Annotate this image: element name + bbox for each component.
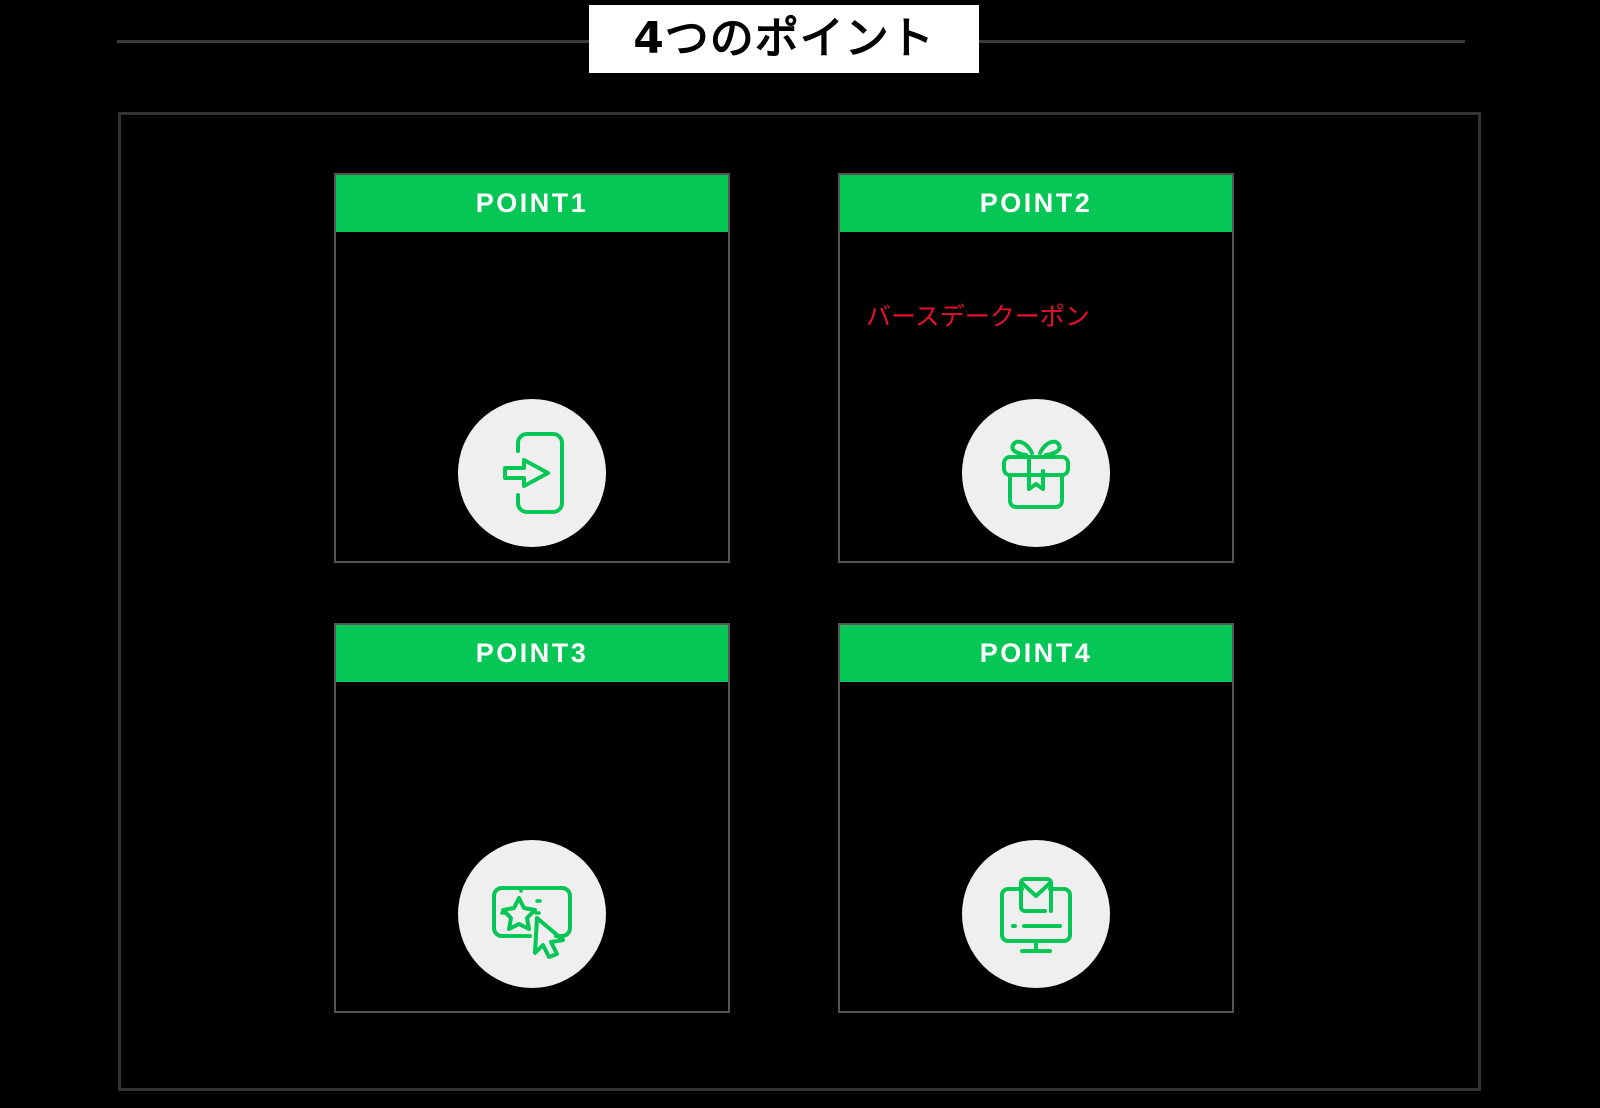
point-card-2-note: バースデークーポン bbox=[866, 302, 1090, 331]
point-card-2-body: バースデークーポン bbox=[840, 232, 1232, 561]
point-card-1-header: POINT1 bbox=[336, 175, 728, 232]
gift-box-icon bbox=[962, 399, 1110, 547]
point-card-3[interactable]: POINT3 bbox=[334, 623, 730, 1013]
point-card-2[interactable]: POINT2 バースデークーポン bbox=[838, 173, 1234, 563]
star-card-cursor-icon bbox=[458, 840, 606, 988]
content-frame bbox=[118, 112, 1481, 1091]
enter-door-arrow-icon bbox=[458, 399, 606, 547]
point-card-4-label: POINT4 bbox=[979, 638, 1093, 668]
monitor-email-icon bbox=[962, 840, 1110, 988]
point-card-1-body bbox=[336, 232, 728, 561]
point-card-3-body bbox=[336, 682, 728, 1011]
point-card-2-header: POINT2 bbox=[840, 175, 1232, 232]
point-card-1[interactable]: POINT1 bbox=[334, 173, 730, 563]
point-card-4[interactable]: POINT4 bbox=[838, 623, 1234, 1013]
point-card-2-label: POINT2 bbox=[979, 188, 1093, 218]
points-grid: POINT1 POINT2 バースデークーポン bbox=[334, 173, 1234, 1013]
point-card-3-label: POINT3 bbox=[475, 638, 589, 668]
point-card-1-label: POINT1 bbox=[475, 188, 589, 218]
title-band: 4つのポイント bbox=[0, 0, 1600, 84]
point-card-4-header: POINT4 bbox=[840, 625, 1232, 682]
point-card-3-header: POINT3 bbox=[336, 625, 728, 682]
point-card-4-body bbox=[840, 682, 1232, 1011]
page-title: 4つのポイント bbox=[633, 13, 935, 64]
page-title-box: 4つのポイント bbox=[589, 5, 979, 73]
